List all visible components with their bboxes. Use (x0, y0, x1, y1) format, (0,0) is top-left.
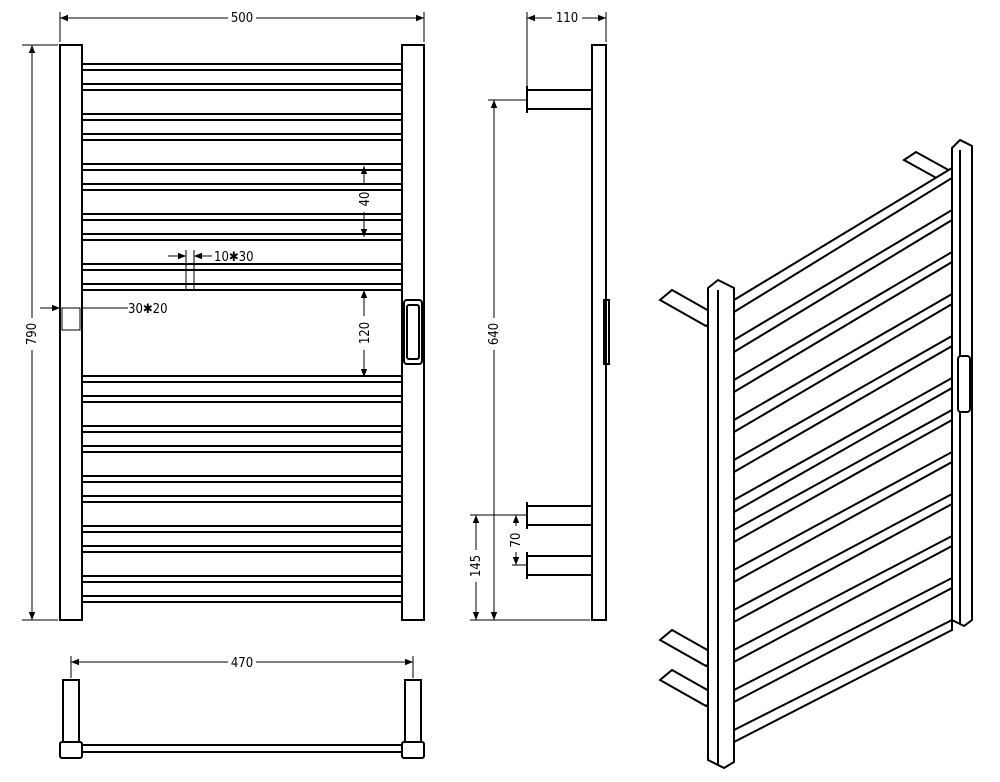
front-rail-11 (81, 375, 403, 383)
dim-label-inner-width: 470 (231, 656, 253, 671)
front-rail-12 (81, 395, 403, 403)
top-view-left-foot (59, 741, 83, 759)
front-rail-2 (81, 83, 403, 91)
iso-rails (733, 166, 953, 744)
post-section-marker (61, 307, 81, 331)
dimension-depth: 110 (526, 11, 607, 86)
iso-control-box (957, 355, 971, 413)
dimension-bracket-gap: 70 (509, 515, 526, 566)
control-box (403, 299, 423, 365)
side-post (591, 44, 607, 621)
dim-label-bottom-offset: 145 (469, 555, 484, 577)
front-rail-6 (81, 183, 403, 191)
iso-left-post (707, 278, 735, 770)
dim-label-rail-section: 10✱30 (214, 250, 254, 265)
top-view-left-post (62, 679, 80, 743)
bottom-wall-bracket-lower (526, 555, 593, 576)
front-rail-15 (81, 475, 403, 483)
isometric-view (658, 138, 973, 770)
front-rail-20 (81, 595, 403, 603)
control-box-inner (406, 304, 420, 360)
dim-label-overall-height: 790 (25, 323, 40, 345)
front-rail-9 (81, 263, 403, 271)
dimension-bottom-offset: 145 (469, 514, 526, 620)
front-rail-8 (81, 233, 403, 241)
dimension-post-section: 30✱20 (40, 302, 168, 317)
front-rail-13 (81, 425, 403, 433)
front-rail-1 (81, 63, 403, 71)
top-view (59, 679, 425, 759)
dimension-overall-height: 790 (22, 44, 58, 621)
dim-label-overall-width: 500 (231, 11, 253, 26)
front-rail-7 (81, 213, 403, 221)
front-rail-10 (81, 283, 403, 291)
front-rails (81, 63, 403, 603)
dim-label-post-section: 30✱20 (128, 302, 168, 317)
top-view-right-post (404, 679, 422, 743)
front-rail-5 (81, 163, 403, 171)
dim-label-middle-gap: 120 (358, 322, 373, 344)
dim-label-rail-gap: 40 (358, 192, 373, 207)
side-view (526, 44, 610, 621)
front-rail-14 (81, 445, 403, 453)
top-view-rail (78, 744, 406, 753)
dim-label-depth: 110 (556, 11, 578, 26)
dim-label-bracket-span: 640 (487, 323, 502, 345)
front-rail-4 (81, 133, 403, 141)
front-rail-18 (81, 545, 403, 553)
top-wall-bracket (526, 89, 593, 110)
front-rail-16 (81, 495, 403, 503)
front-rail-3 (81, 113, 403, 121)
dimension-middle-gap: 120 (358, 290, 373, 377)
dimension-overall-width: 500 (59, 11, 425, 42)
dim-label-bracket-gap: 70 (509, 533, 524, 548)
front-rail-17 (81, 525, 403, 533)
dimension-bracket-span: 640 (470, 99, 590, 621)
left-post (59, 44, 83, 621)
side-control-box (603, 299, 610, 365)
top-view-right-foot (401, 741, 425, 759)
front-rail-19 (81, 575, 403, 583)
bottom-wall-bracket-upper (526, 505, 593, 526)
front-view (59, 44, 425, 621)
dimension-inner-width: 470 (70, 656, 414, 678)
dimension-rail-gap: 40 (358, 166, 373, 237)
dimension-rail-section: 10✱30 (168, 250, 254, 290)
